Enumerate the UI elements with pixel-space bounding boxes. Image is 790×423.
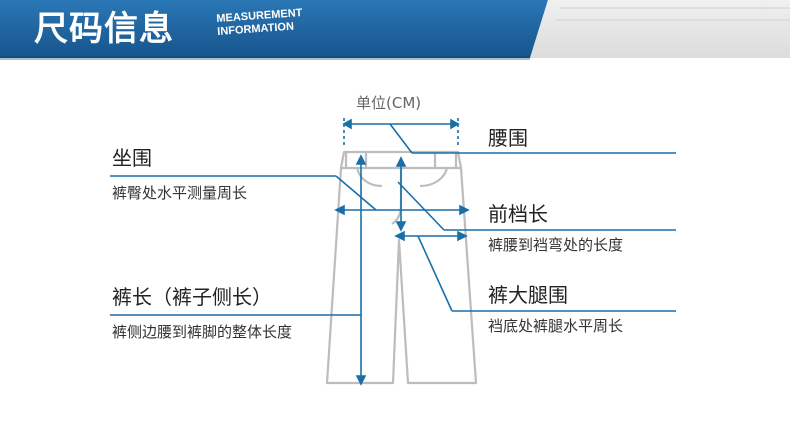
banner-grey-band: [530, 0, 790, 58]
page-title: 尺码信息: [34, 9, 174, 49]
banner-shadow: [0, 56, 530, 60]
thigh-description: 裆底处裤腿水平周长: [488, 317, 624, 335]
measurement-lines: [110, 118, 676, 386]
right-pocket: [419, 167, 449, 188]
fly-line: [391, 168, 403, 225]
hip-label: 坐围: [112, 146, 152, 170]
left-pocket: [355, 167, 383, 188]
length-label: 裤长（裤子侧长）: [112, 285, 272, 309]
trousers-body: [325, 150, 478, 385]
hip-leader: [335, 175, 377, 211]
arrowhead: [342, 118, 352, 130]
waist-label: 腰围: [488, 126, 528, 150]
unit-label: 单位(CM): [356, 94, 422, 112]
header-banner: [0, 0, 790, 60]
arrowhead: [459, 204, 470, 216]
arrowhead: [395, 221, 407, 232]
arrowhead: [334, 204, 345, 216]
arrowhead: [355, 154, 367, 165]
arrowhead: [450, 118, 460, 130]
arrowhead: [395, 156, 407, 167]
front-rise-leader: [397, 181, 445, 231]
arrowhead: [457, 230, 468, 242]
thigh-label: 裤大腿围: [488, 283, 568, 307]
banner-blue-band: [0, 0, 548, 58]
arrowhead: [394, 230, 405, 242]
front-rise-label: 前档长: [488, 202, 548, 226]
thigh-leader: [417, 235, 453, 312]
arrowhead: [355, 375, 367, 386]
front-rise-description: 裤腰到裆弯处的长度: [488, 236, 624, 254]
waist-leader: [389, 123, 413, 154]
hip-description: 裤臀处水平测量周长: [112, 184, 248, 202]
length-description: 裤侧边腰到裤脚的整体长度: [112, 323, 293, 341]
